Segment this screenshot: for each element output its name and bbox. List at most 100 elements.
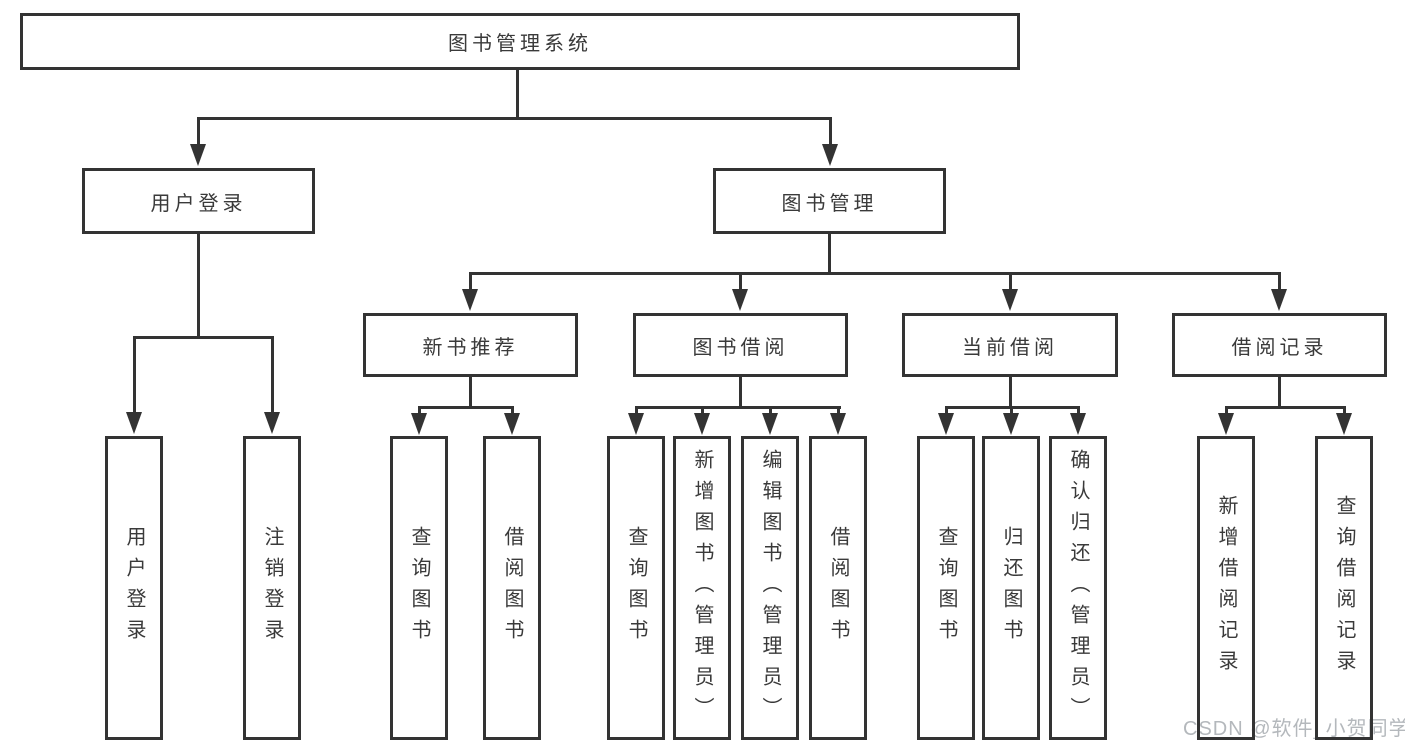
node-new-book-recommend: 新书推荐 <box>363 313 578 377</box>
connector-line <box>197 117 831 120</box>
leaf-confirm-return-admin: 确认归还（管理员） <box>1049 436 1107 740</box>
leaf-label: 归还图书 <box>1000 526 1022 650</box>
leaf-label: 查询图书 <box>625 526 647 650</box>
arrowhead-icon <box>822 144 838 166</box>
connector-line <box>197 234 200 338</box>
arrowhead-icon <box>1271 289 1287 311</box>
arrowhead-icon <box>126 412 142 434</box>
connector-line <box>418 406 514 409</box>
leaf-return-books: 归还图书 <box>982 436 1040 740</box>
arrow-down <box>1002 272 1018 311</box>
arrowhead-icon <box>1218 413 1234 435</box>
arrow-stem <box>768 406 772 413</box>
connector-line <box>828 234 831 274</box>
arrow-stem <box>738 272 742 289</box>
arrow-stem <box>1277 272 1281 289</box>
arrow-down <box>1218 406 1234 435</box>
connector-line <box>133 336 274 339</box>
arrow-stem <box>634 406 638 413</box>
leaf-label: 查询借阅记录 <box>1333 495 1355 681</box>
node-user-login: 用户登录 <box>82 168 315 234</box>
arrowhead-icon <box>694 413 710 435</box>
connector-line <box>469 377 472 408</box>
arrowhead-icon <box>732 289 748 311</box>
arrow-down <box>264 336 280 434</box>
node-label: 图书管理系统 <box>448 33 592 55</box>
arrowhead-icon <box>1002 289 1018 311</box>
arrow-down <box>694 406 710 435</box>
arrow-stem <box>468 272 472 289</box>
leaf-user-login: 用户登录 <box>105 436 163 740</box>
node-root: 图书管理系统 <box>20 13 1020 70</box>
arrow-down <box>822 117 838 166</box>
arrow-down <box>732 272 748 311</box>
node-book-management: 图书管理 <box>713 168 946 234</box>
arrowhead-icon <box>830 413 846 435</box>
arrow-down <box>830 406 846 435</box>
leaf-label: 查询图书 <box>408 526 430 650</box>
arrow-stem <box>417 406 421 413</box>
leaf-query-books-2: 查询图书 <box>607 436 665 740</box>
leaf-label: 新增图书（管理员） <box>691 448 713 728</box>
connector-line <box>1009 377 1012 408</box>
node-label: 图书管理 <box>781 192 878 215</box>
arrowhead-icon <box>1070 413 1086 435</box>
leaf-add-borrow-record: 新增借阅记录 <box>1197 436 1255 740</box>
arrow-down <box>190 117 206 166</box>
leaf-query-books-3: 查询图书 <box>917 436 975 740</box>
arrow-down <box>628 406 644 435</box>
connector-line <box>739 377 742 408</box>
arrowhead-icon <box>1336 413 1352 435</box>
leaf-borrow-books-1: 借阅图书 <box>483 436 541 740</box>
arrow-stem <box>944 406 948 413</box>
arrow-stem <box>132 336 136 412</box>
node-label: 新书推荐 <box>422 336 519 359</box>
leaf-borrow-books-2: 借阅图书 <box>809 436 867 740</box>
node-label: 图书借阅 <box>692 336 789 359</box>
watermark-text: CSDN @软件_小贺同学 <box>1183 718 1405 740</box>
node-label: 借阅记录 <box>1231 336 1328 359</box>
leaf-label: 借阅图书 <box>501 526 523 650</box>
arrowhead-icon <box>938 413 954 435</box>
leaf-label: 用户登录 <box>123 526 145 650</box>
arrow-stem <box>270 336 274 412</box>
arrowhead-icon <box>462 289 478 311</box>
arrow-stem <box>1224 406 1228 413</box>
arrow-stem <box>196 117 200 144</box>
node-borrow-records: 借阅记录 <box>1172 313 1387 377</box>
arrow-stem <box>1009 406 1013 413</box>
node-book-borrow: 图书借阅 <box>633 313 848 377</box>
arrow-stem <box>700 406 704 413</box>
arrow-down <box>1271 272 1287 311</box>
arrow-stem <box>828 117 832 144</box>
connector-line <box>945 406 1080 409</box>
connector-line <box>1278 377 1281 408</box>
arrow-down <box>411 406 427 435</box>
leaf-label: 确认归还（管理员） <box>1067 448 1089 728</box>
arrow-down <box>504 406 520 435</box>
connector-line <box>469 272 1281 275</box>
arrow-stem <box>1342 406 1346 413</box>
arrow-down <box>1336 406 1352 435</box>
leaf-label: 查询图书 <box>935 526 957 650</box>
leaf-add-books-admin: 新增图书（管理员） <box>673 436 731 740</box>
arrow-down <box>938 406 954 435</box>
arrow-stem <box>1076 406 1080 413</box>
leaf-query-books-1: 查询图书 <box>390 436 448 740</box>
leaf-logout: 注销登录 <box>243 436 301 740</box>
leaf-label: 编辑图书（管理员） <box>759 448 781 728</box>
arrowhead-icon <box>190 144 206 166</box>
leaf-edit-books-admin: 编辑图书（管理员） <box>741 436 799 740</box>
node-current-borrow: 当前借阅 <box>902 313 1118 377</box>
arrowhead-icon <box>264 412 280 434</box>
arrow-stem <box>510 406 514 413</box>
arrow-down <box>762 406 778 435</box>
arrowhead-icon <box>504 413 520 435</box>
connector-line <box>635 406 841 409</box>
leaf-label: 借阅图书 <box>827 526 849 650</box>
node-label: 用户登录 <box>150 192 247 215</box>
arrowhead-icon <box>1003 413 1019 435</box>
arrow-stem <box>1008 272 1012 289</box>
leaf-query-borrow-record: 查询借阅记录 <box>1315 436 1373 740</box>
connector-line <box>1225 406 1346 409</box>
